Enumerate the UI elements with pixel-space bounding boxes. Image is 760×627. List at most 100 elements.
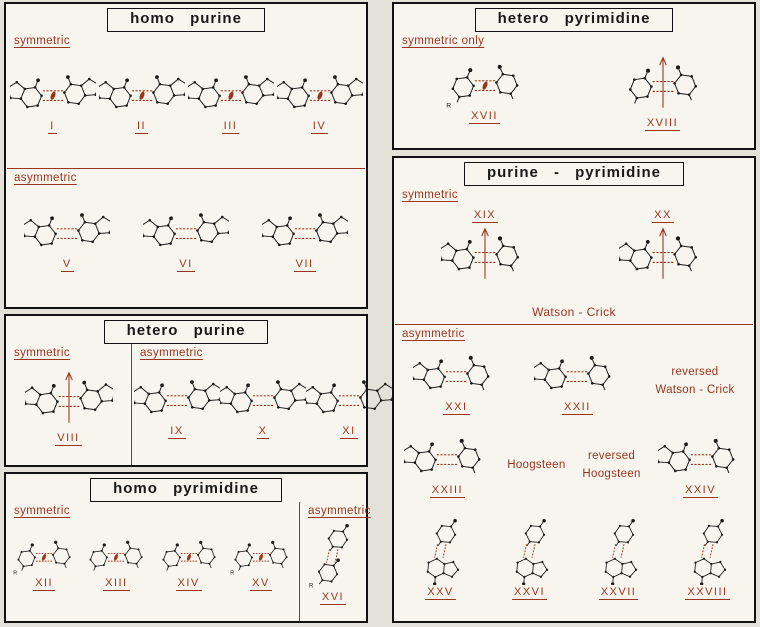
structure-IX: IX [134,374,220,439]
structure-XIX: XIX [441,208,529,287]
panel-hetero-purine: hetero purine symmetric VIII asymmetric … [4,314,392,467]
section-label-asymmetric: asymmetric [14,171,77,184]
structure-XIV: XIV [155,536,223,591]
section-label-symmetric: symmetric [14,504,70,517]
base-pair-glyph [534,355,611,390]
section-label-symmetric: symmetric [402,188,458,201]
structure-numeral: XXII [562,400,593,415]
structure-XXII: XXII [534,350,620,415]
section-asymmetric: asymmetric XXI XXII reversed Watson - Cric… [394,325,754,621]
structure-V: V [24,207,111,273]
structure-numeral: V [60,258,74,273]
structure-XIII: XIII [82,536,150,591]
base-pair-glyph [276,75,363,109]
section-label-symmetric-only: symmetric only [402,34,485,47]
structure-numeral: XV [250,576,272,591]
structure-numeral: IV [310,120,329,135]
base-pair-glyph [306,380,392,414]
structure-XVIII: XVIII [619,52,707,132]
structure-row: IX X XI [134,374,392,439]
base-pair-glyph [515,519,548,586]
svg-text:R: R [230,570,234,575]
base-pair-glyph [604,519,637,586]
structure-XXV: XXV [410,517,472,601]
structure-XXVI: XXVI [499,517,561,601]
base-pair-glyph [24,213,111,247]
structure-numeral: XXVI [511,586,548,601]
structure-row: XXI XXII reversed Watson - Crick [396,350,752,415]
base-pair-glyph [220,380,306,414]
base-pair-glyph [134,380,220,414]
structure-numeral: XI [340,424,358,439]
structure-numeral: XIII [103,576,130,591]
structure-XXVII: XXVII [588,517,650,601]
pairing-name-label: reversed Hoogsteen [582,450,641,480]
structure-VIII: VIII [24,367,113,446]
structure-XXVIII: XXVIII [677,517,739,601]
structure-numeral: XXV [425,586,456,601]
structure-XVII: R XVII [442,59,528,125]
pairing-name-label: Hoogsteen [507,458,566,471]
section-symmetric-only: symmetric only R XVII XVIII [394,32,754,148]
structure-numeral: X [256,424,270,439]
structure-numeral: IX [168,424,186,439]
structure-numeral: VI [177,258,195,273]
structure-numeral: XXI [443,400,470,415]
pairing-name-label: reversed Watson - Crick [655,366,735,397]
structure-numeral: XVII [469,110,500,125]
svg-text:R: R [446,103,451,110]
base-pair-glyph: R [230,540,288,576]
structure-numeral: I [48,120,57,135]
panel-title-homo-pyrimidine: homo pyrimidine [90,478,282,502]
base-pair-glyph: R [13,540,71,576]
structure-X: X [220,374,306,439]
base-pair-glyph [98,75,185,109]
structure-row: VIII [8,367,129,446]
panel-title-purine-pyrimidine: purine - pyrimidine [463,162,684,186]
base-pair-glyph [404,439,481,474]
structure-XXIII: XXIII [404,433,490,499]
structure-row: R XVII XVIII [396,52,752,132]
panel-title-hetero-purine: hetero purine [103,320,269,344]
structure-numeral: XXVII [598,586,639,601]
section-label-asymmetric: asymmetric [402,327,465,340]
structure-numeral: XIV [175,576,202,591]
base-pair-glyph [187,75,274,109]
structure-VI: VI [142,207,229,273]
base-pair-glyph [9,75,96,109]
structure-III: III [187,69,274,135]
section-label-symmetric: symmetric [14,346,70,359]
structure-numeral: XII [33,576,56,591]
base-pair-glyph [142,213,229,247]
base-pair-glyph [261,213,348,247]
structure-II: II [98,69,185,135]
base-pair-glyph [657,439,734,474]
section-label-asymmetric: asymmetric [308,504,371,517]
structure-rows: IX X XI [132,344,392,465]
structure-numeral: XXVIII [685,586,730,601]
base-pair-glyph [441,227,520,279]
structure-numeral: VIII [55,431,82,446]
section-divider [7,167,365,169]
base-pair-glyph: R [446,65,518,110]
